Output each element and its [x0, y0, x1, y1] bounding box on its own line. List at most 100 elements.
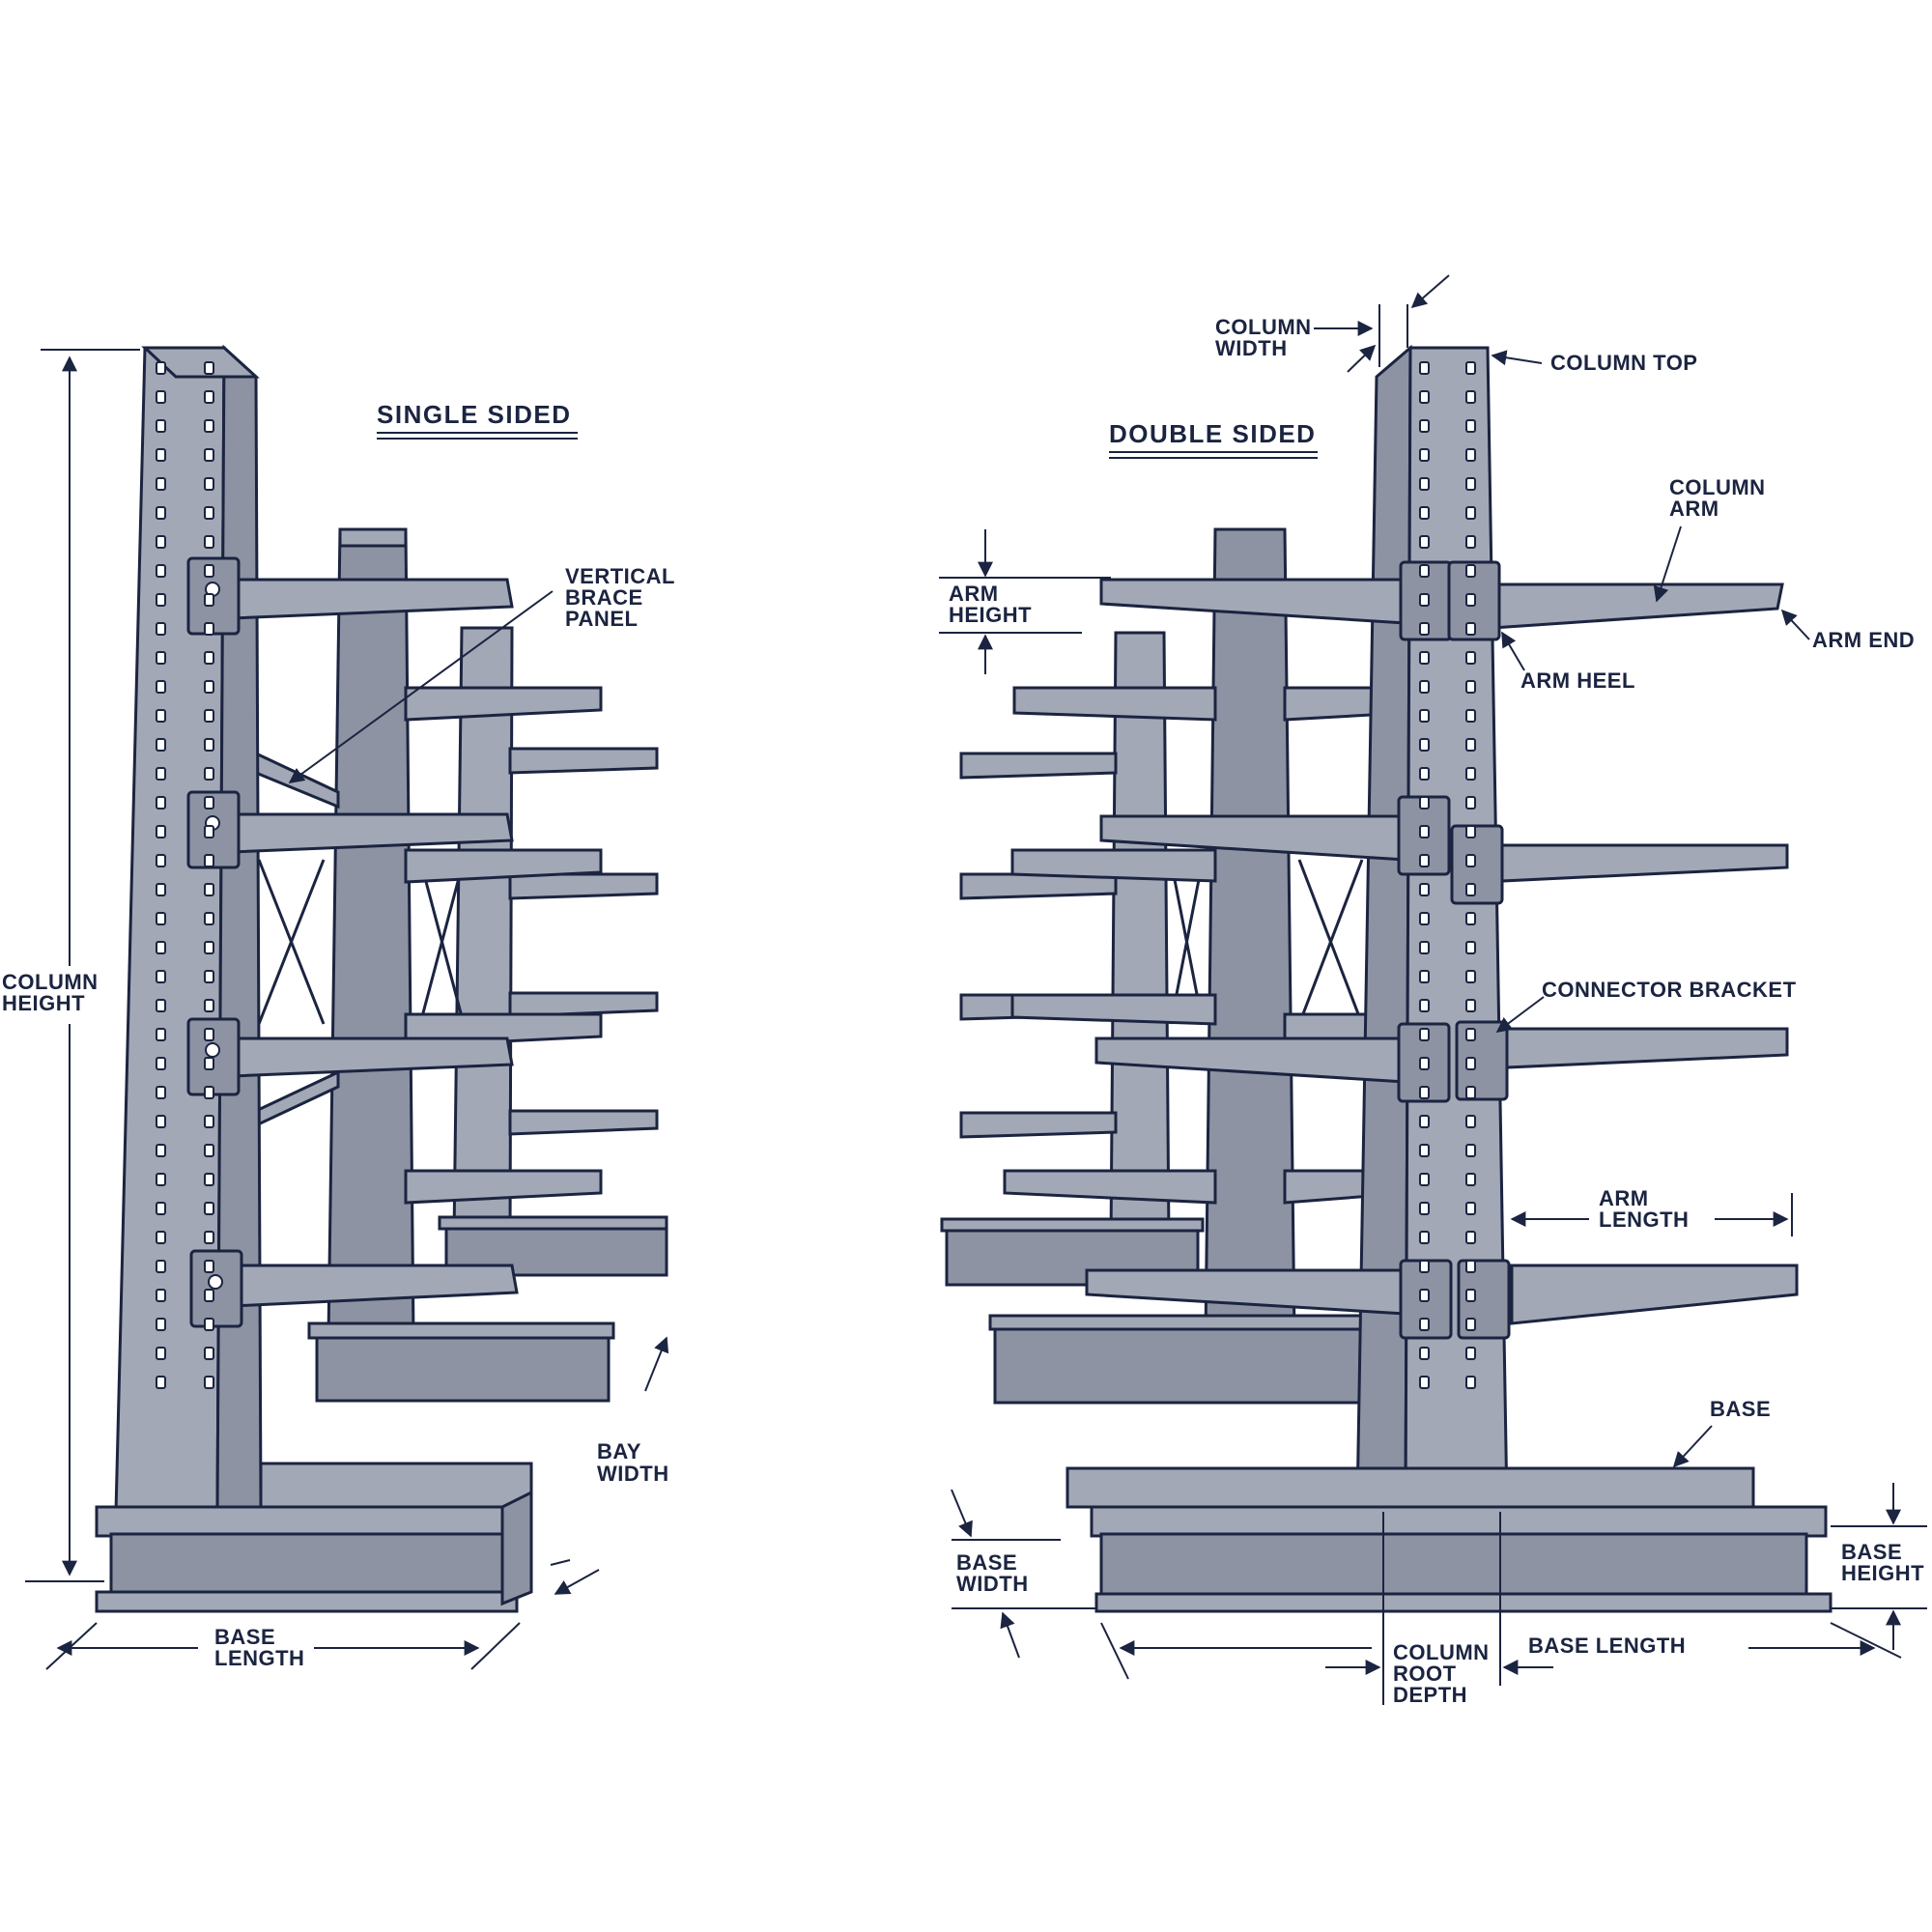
slot-hole: [1465, 1347, 1476, 1360]
slot-hole: [156, 1318, 166, 1331]
slot-hole: [1419, 738, 1430, 752]
slot-hole: [1465, 941, 1476, 954]
slot-hole: [204, 680, 214, 694]
vertical-brace-label-3: PANEL: [565, 607, 638, 631]
slot-hole: [204, 1115, 214, 1128]
slot-hole: [1465, 1231, 1476, 1244]
slot-hole: [1419, 1144, 1430, 1157]
column-root-depth-label-3: DEPTH: [1393, 1683, 1467, 1707]
slot-hole: [1419, 767, 1430, 781]
slot-hole: [1419, 535, 1430, 549]
slot-hole: [1465, 1173, 1476, 1186]
double-sided-annotations: DOUBLE SIDED COLUMN WIDTH COLUMN TOP COL…: [939, 274, 1927, 1707]
vertical-brace-label-1: VERTICAL: [565, 564, 675, 588]
slot-hole: [1419, 593, 1430, 607]
slot-hole: [1465, 390, 1476, 404]
slot-hole: [156, 1086, 166, 1099]
slot-hole: [1465, 709, 1476, 723]
slot-hole: [204, 825, 214, 838]
slot-hole: [1419, 709, 1430, 723]
slot-hole: [156, 854, 166, 867]
slot-hole: [1465, 738, 1476, 752]
slot-hole: [1465, 680, 1476, 694]
ds-main-arms: [1085, 560, 1799, 1340]
double-sided-rack: [940, 344, 1833, 1613]
slot-hole: [1419, 361, 1430, 375]
slot-hole: [204, 941, 214, 954]
slot-hole: [204, 622, 214, 636]
arm-length-label-1: ARM: [1599, 1186, 1649, 1210]
slot-hole: [204, 1057, 214, 1070]
base-length-label-2: LENGTH: [214, 1646, 304, 1670]
slot-hole: [1419, 1115, 1430, 1128]
front-column-holes: [156, 361, 214, 1389]
slot-hole: [204, 738, 214, 752]
slot-hole: [204, 767, 214, 781]
slot-hole: [1465, 1144, 1476, 1157]
slot-hole: [156, 593, 166, 607]
base-length-label: BASE LENGTH: [1528, 1634, 1686, 1658]
slot-hole: [1465, 912, 1476, 925]
slot-hole: [156, 651, 166, 665]
slot-hole: [1465, 854, 1476, 867]
slot-hole: [156, 1260, 166, 1273]
bay-width-label-1: BAY: [597, 1439, 641, 1463]
slot-hole: [1419, 970, 1430, 983]
column-root-depth-label-2: ROOT: [1393, 1662, 1457, 1686]
slot-hole: [204, 1202, 214, 1215]
slot-hole: [1465, 535, 1476, 549]
arm-height-label-2: HEIGHT: [949, 603, 1032, 627]
slot-hole: [204, 1231, 214, 1244]
single-sided-title: SINGLE SIDED: [377, 400, 571, 429]
slot-hole: [1465, 477, 1476, 491]
slot-hole: [204, 593, 214, 607]
slot-hole: [1465, 767, 1476, 781]
slot-hole: [156, 535, 166, 549]
slot-hole: [204, 709, 214, 723]
slot-hole: [1419, 390, 1430, 404]
ds-back-column-2: [988, 527, 1378, 1405]
slot-hole: [204, 883, 214, 896]
slot-hole: [204, 651, 214, 665]
slot-hole: [156, 1115, 166, 1128]
slot-hole: [1419, 680, 1430, 694]
column-top-label: COLUMN TOP: [1550, 351, 1697, 375]
slot-hole: [156, 477, 166, 491]
slot-hole: [156, 767, 166, 781]
slot-hole: [1465, 448, 1476, 462]
slot-hole: [204, 970, 214, 983]
back-column-2-arms: [404, 686, 603, 1205]
slot-hole: [1419, 1289, 1430, 1302]
back-column-2: [307, 527, 615, 1403]
slot-hole: [1465, 1115, 1476, 1128]
slot-hole: [156, 1028, 166, 1041]
slot-hole: [204, 1318, 214, 1331]
slot-hole: [1465, 419, 1476, 433]
slot-hole: [1419, 1231, 1430, 1244]
slot-hole: [1419, 825, 1430, 838]
slot-hole: [156, 448, 166, 462]
base-height-label-1: BASE: [1841, 1540, 1902, 1564]
slot-hole: [1419, 1173, 1430, 1186]
slot-hole: [1465, 1057, 1476, 1070]
slot-hole: [204, 448, 214, 462]
column-root-depth-label-1: COLUMN: [1393, 1640, 1490, 1664]
slot-hole: [1465, 593, 1476, 607]
slot-hole: [204, 1144, 214, 1157]
slot-hole: [156, 1173, 166, 1186]
slot-hole: [1419, 651, 1430, 665]
slot-hole: [1465, 1028, 1476, 1041]
arm-length-label-2: LENGTH: [1599, 1208, 1689, 1232]
slot-hole: [1465, 651, 1476, 665]
slot-hole: [156, 361, 166, 375]
slot-hole: [1465, 506, 1476, 520]
slot-hole: [204, 912, 214, 925]
column-arm-label-1: COLUMN: [1669, 475, 1766, 499]
slot-hole: [156, 1347, 166, 1360]
slot-hole: [1419, 854, 1430, 867]
slot-hole: [1465, 564, 1476, 578]
base-height-label-2: HEIGHT: [1841, 1561, 1924, 1585]
slot-hole: [204, 1260, 214, 1273]
slot-hole: [156, 419, 166, 433]
slot-hole: [156, 825, 166, 838]
